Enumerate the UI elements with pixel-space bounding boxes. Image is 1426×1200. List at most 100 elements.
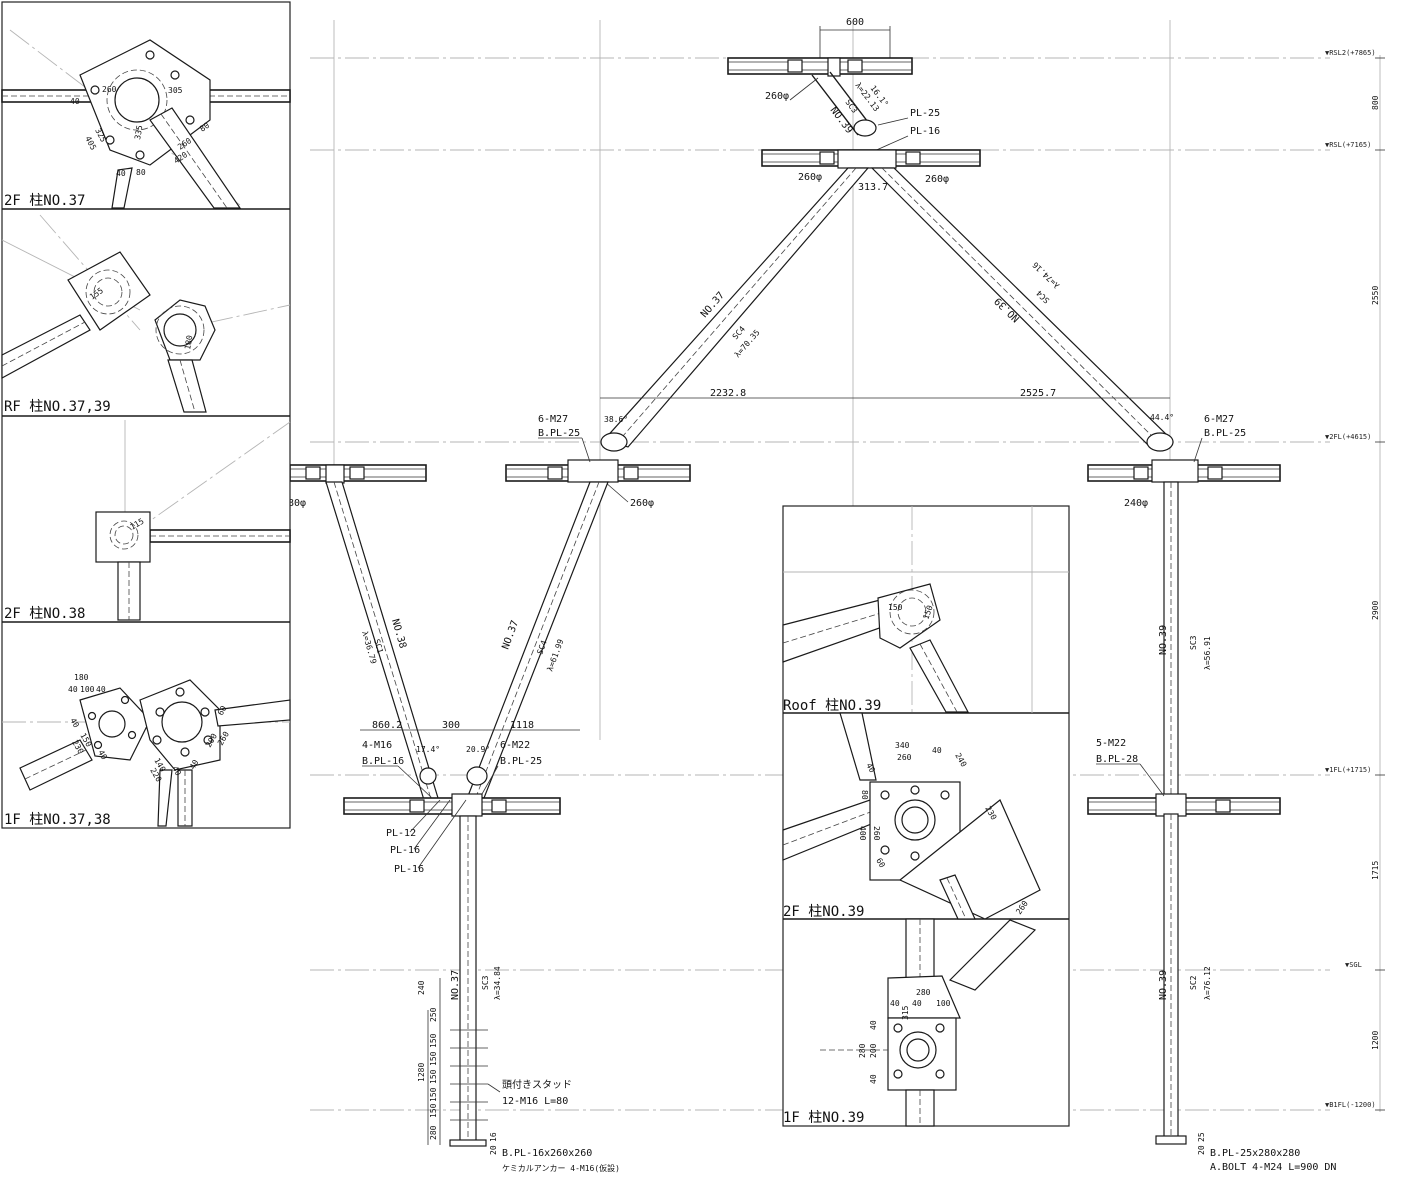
svg-text:40: 40 — [912, 999, 922, 1008]
svg-text:40: 40 — [96, 685, 106, 694]
svg-text:44.4°: 44.4° — [1150, 413, 1174, 422]
bolt-icon — [910, 785, 920, 795]
svg-text:SC3: SC3 — [481, 975, 490, 990]
base-plate-left: B.PL-16x260x260 — [502, 1148, 592, 1159]
detail-title-1f-no39: 1F 柱NO.39 — [783, 1110, 864, 1126]
bolt-icon — [105, 135, 115, 145]
span-2550: 2550 — [1371, 286, 1380, 305]
dim-600: 600 — [846, 17, 864, 28]
bolt-icon — [893, 1023, 903, 1033]
bolt-icon — [87, 711, 97, 721]
svg-text:150: 150 — [429, 1103, 438, 1118]
level-2f-assembly: 180φ 6-M27 B.PL-25 38.6° 260φ 6-M27 B.PL… — [282, 413, 1281, 509]
level-sgl: ▼SGL — [1345, 961, 1362, 969]
bolt-pair-icon — [787, 59, 803, 73]
pl25-label: PL-25 — [910, 108, 940, 119]
detail-rf-no37-39: 155 180 RF 柱NO.37,39 — [1, 214, 291, 415]
dia-260-a: 260φ — [765, 91, 789, 102]
svg-text:λ=74.16: λ=74.16 — [1031, 260, 1062, 290]
bolt-pair-icon — [547, 466, 563, 480]
bpl-c: B.PL-28 — [1096, 754, 1138, 765]
svg-text:40: 40 — [864, 762, 877, 775]
svg-text:260: 260 — [897, 753, 912, 762]
pipe-section-icon — [600, 432, 628, 452]
svg-text:40: 40 — [869, 1074, 878, 1084]
svg-text:40: 40 — [869, 1020, 878, 1030]
bolt-pair-icon — [491, 799, 507, 813]
svg-text:180: 180 — [74, 673, 89, 682]
svg-text:280: 280 — [858, 1043, 867, 1058]
lower-members: NO.38 SC1 λ=36.79 NO.37 SC4 λ=61.99 NO.3… — [325, 481, 1212, 803]
bolt-pair-icon — [305, 466, 321, 480]
bolts-right: 6-M27 — [1204, 414, 1234, 425]
no37-col-name: NO.37 — [450, 970, 461, 1000]
svg-text:150: 150 — [888, 603, 903, 612]
bolts-c: 5-M22 — [1096, 738, 1126, 749]
svg-text:250: 250 — [429, 1007, 438, 1022]
svg-text:λ=34.84: λ=34.84 — [493, 966, 502, 1000]
svg-text:25: 25 — [1197, 1132, 1206, 1142]
dim-860: 860.2 — [372, 720, 402, 731]
pipe-section-icon — [98, 710, 126, 738]
level-1f-assembly: 4-M16 B.PL-16 17.4° 20.9° 6-M22 B.PL-25 … — [343, 738, 1281, 875]
bolt-pair-icon — [905, 151, 921, 165]
svg-text:20: 20 — [1197, 1145, 1206, 1155]
dim-2232: 2232.8 — [710, 388, 746, 399]
bolt-icon — [180, 747, 190, 757]
svg-text:335: 335 — [133, 124, 144, 140]
detail-title-2f-no38: 2F 柱NO.38 — [4, 606, 85, 622]
dia-260-c: 260φ — [925, 174, 949, 185]
detail-title-roof-no39: Roof 柱NO.39 — [783, 698, 881, 714]
svg-text:SC2: SC2 — [1189, 975, 1198, 990]
detail-2f-no38: 115 2F 柱NO.38 — [4, 420, 291, 622]
no39-col-name: NO.39 — [1158, 625, 1169, 655]
span-1715: 1715 — [1371, 861, 1380, 880]
bolt-icon — [935, 1023, 945, 1033]
svg-text:20.9°: 20.9° — [466, 745, 490, 754]
svg-text:315: 315 — [901, 1005, 910, 1020]
bolt-icon — [93, 740, 103, 750]
svg-text:150: 150 — [429, 1051, 438, 1066]
svg-text:38.6°: 38.6° — [604, 415, 628, 424]
level-2fl: ▼2FL(+4615) — [1325, 433, 1371, 441]
stud-row — [450, 1029, 488, 1121]
svg-text:400: 400 — [858, 826, 867, 841]
span-800: 800 — [1371, 95, 1380, 110]
svg-text:60: 60 — [216, 704, 229, 717]
svg-text:SC4: SC4 — [1035, 288, 1052, 305]
svg-text:80: 80 — [136, 168, 146, 177]
dia-260-b: 260φ — [798, 172, 822, 183]
svg-text:40: 40 — [890, 999, 900, 1008]
svg-text:20: 20 — [489, 1145, 498, 1155]
main-diagonals: NO.37 SC4 λ=70.35 NO.39 SC4 λ=74.16 2232… — [600, 167, 1174, 448]
svg-text:150: 150 — [429, 1033, 438, 1048]
bpl-left: B.PL-25 — [538, 428, 580, 439]
svg-text:305: 305 — [168, 86, 183, 95]
svg-text:150: 150 — [429, 1087, 438, 1102]
level-1fl: ▼1FL(+1715) — [1325, 766, 1371, 774]
span-1200: 1200 — [1371, 1031, 1380, 1050]
svg-text:40: 40 — [116, 169, 126, 178]
bpl-right: B.PL-25 — [1204, 428, 1246, 439]
pipe-section-icon — [1146, 432, 1174, 452]
detail-2f-no37: 260 305 325 405 260 420 80 40 80 40 335 … — [1, 29, 291, 209]
no39-base-name: NO.39 — [1158, 970, 1169, 1000]
bolt-icon — [120, 695, 130, 705]
svg-text:40: 40 — [70, 97, 80, 106]
detail-1f-no39: 280 40 40 100 280 200 40 40 315 260 1F 柱… — [783, 899, 1037, 1127]
svg-text:40: 40 — [170, 765, 183, 778]
bolts-left: 6-M27 — [538, 414, 568, 425]
svg-text:40: 40 — [68, 685, 78, 694]
svg-text:280: 280 — [429, 1125, 438, 1140]
svg-text:40: 40 — [96, 749, 109, 762]
stud-title: 頭付きスタッド — [502, 1078, 572, 1091]
bolt-pair-icon — [819, 151, 835, 165]
svg-text:260: 260 — [102, 85, 117, 94]
svg-text:SC3: SC3 — [843, 98, 859, 115]
svg-text:40: 40 — [188, 758, 201, 771]
svg-text:150: 150 — [429, 1069, 438, 1084]
bolt-pair-icon — [409, 799, 425, 813]
detail-title-2f-no37: 2F 柱NO.37 — [4, 193, 85, 209]
svg-text:80: 80 — [860, 790, 869, 800]
